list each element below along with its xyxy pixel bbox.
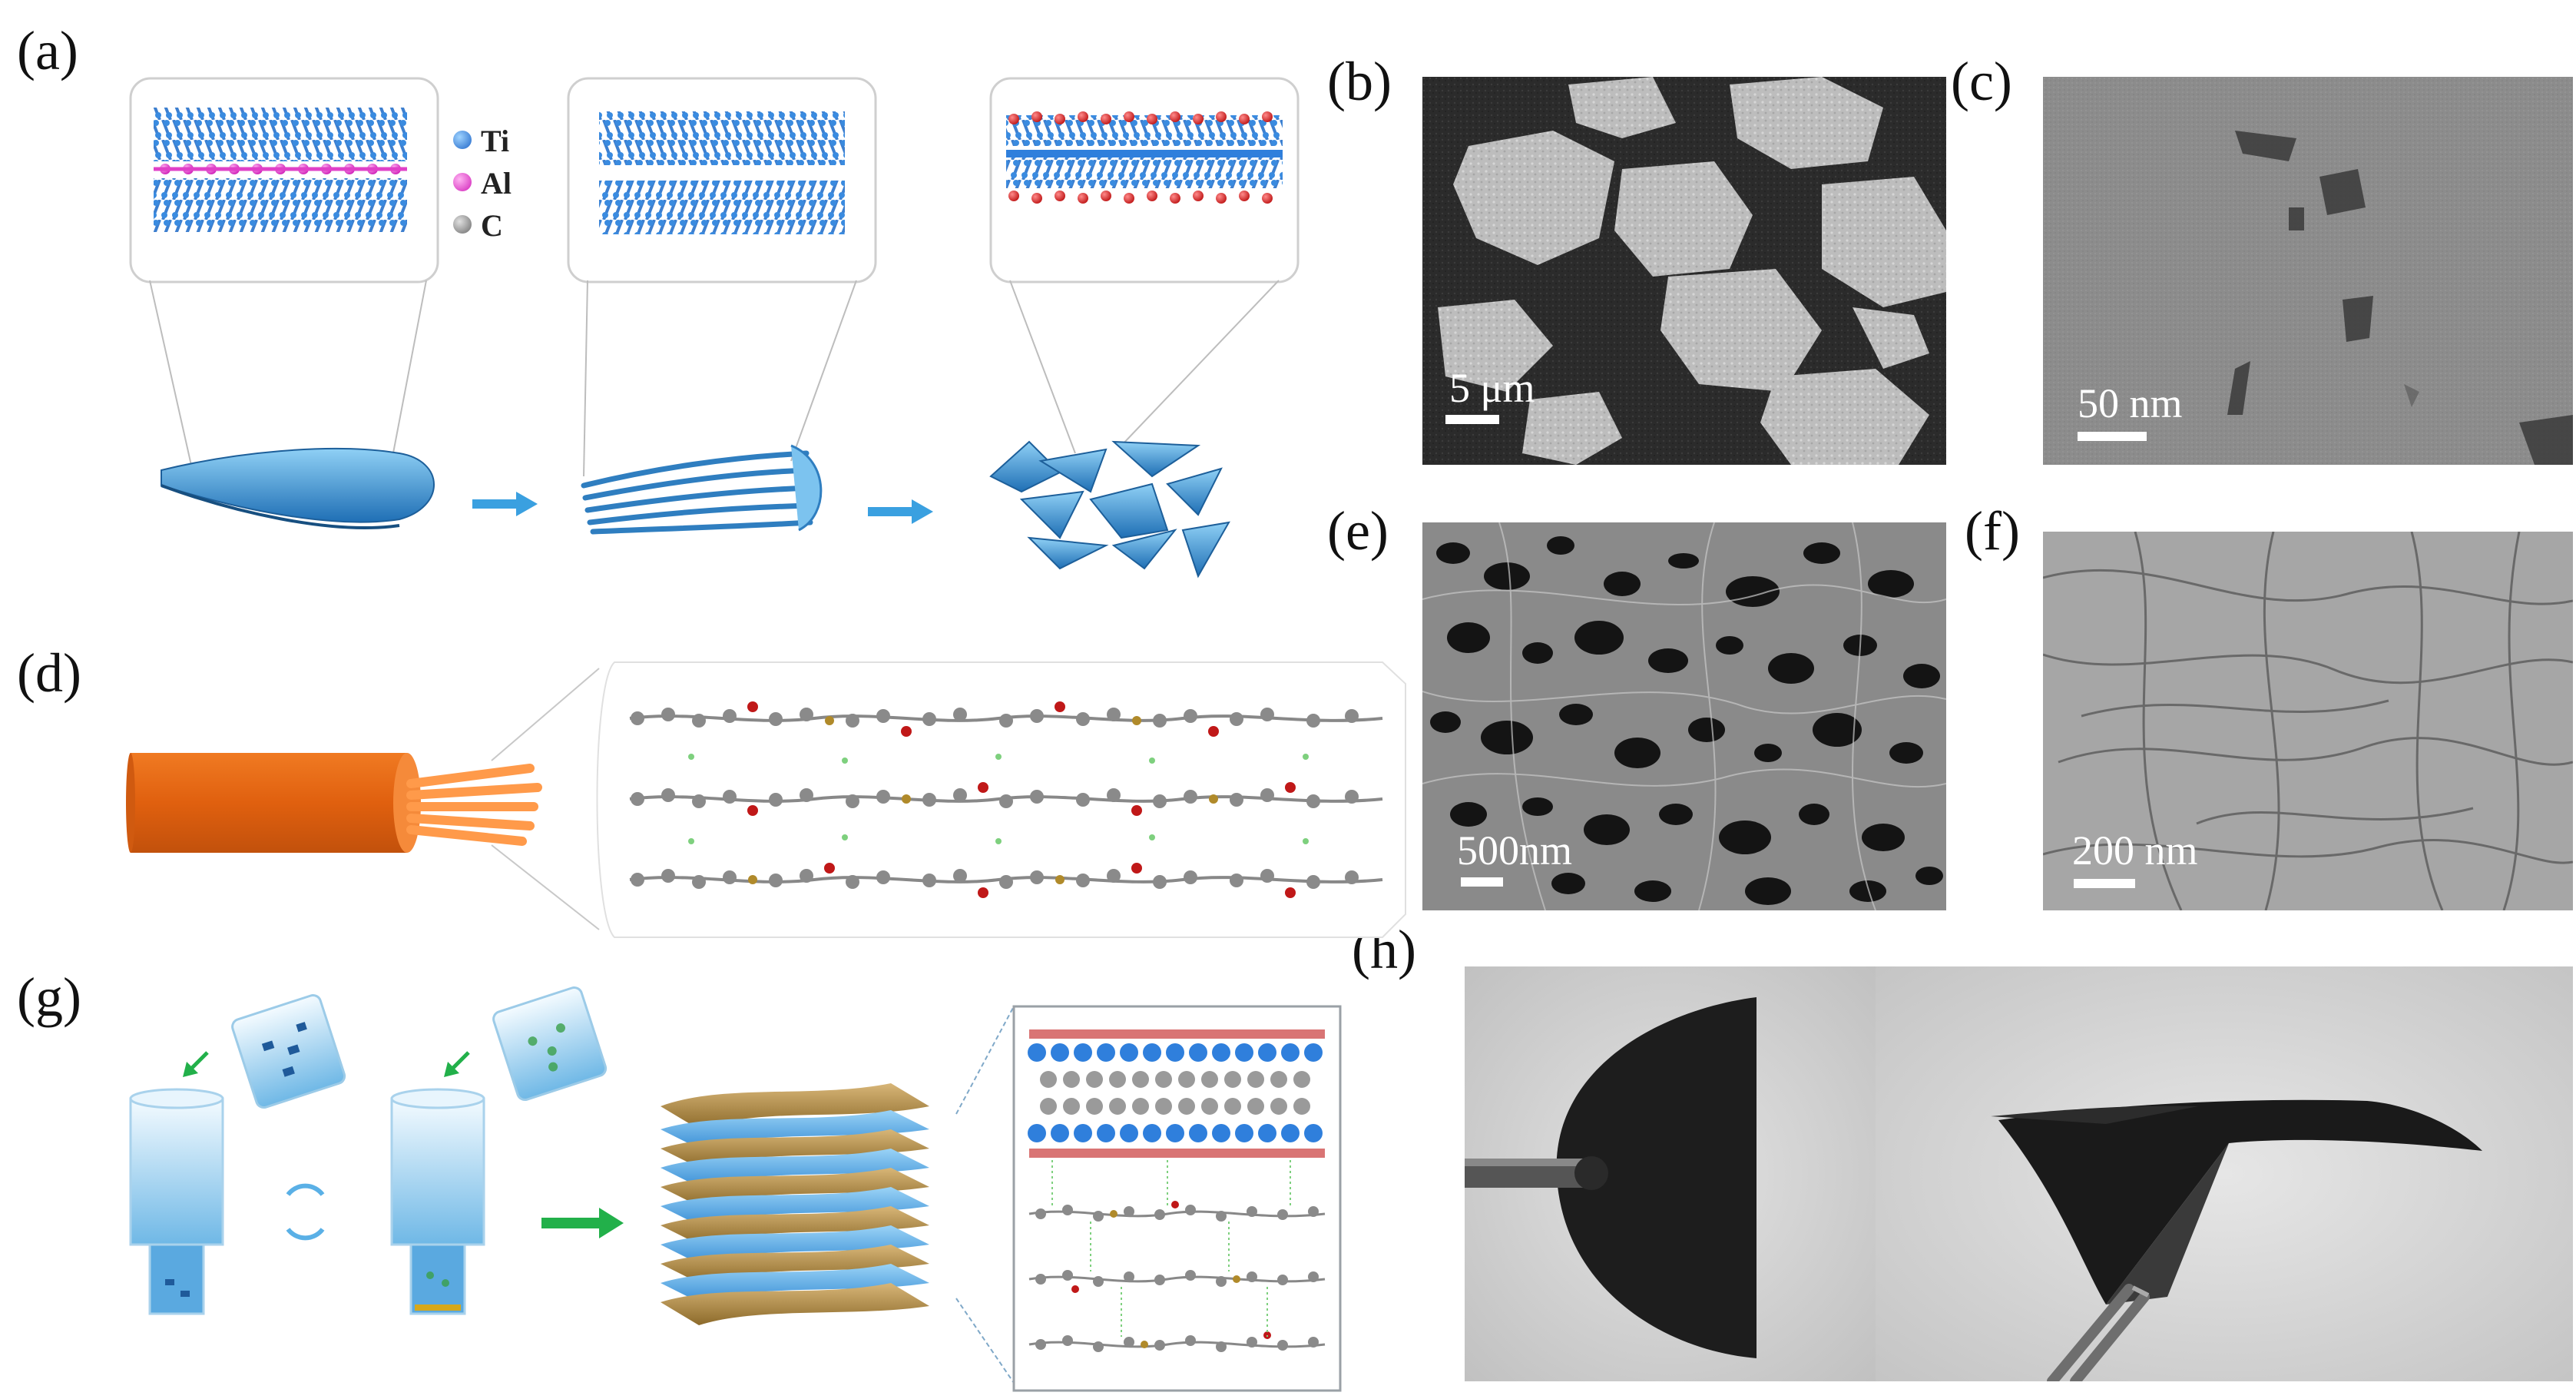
panel-d-schematic <box>0 653 1413 945</box>
panel-label-e: (e) <box>1327 500 1389 562</box>
panel-g-schematic <box>0 976 1429 1399</box>
photo-film-h-right <box>1876 966 2573 1381</box>
scale-bar-c <box>2078 432 2147 441</box>
tem-image-f: 200 nm <box>2043 532 2573 910</box>
scale-bar-b <box>1445 415 1499 424</box>
photo-film-h-left <box>1465 966 1876 1381</box>
panel-label-a: (a) <box>17 20 78 81</box>
ti-atom-icon <box>453 131 472 149</box>
panel-label-d: (d) <box>17 642 81 704</box>
scale-bar-e <box>1461 877 1503 887</box>
legend-label-al: Al <box>481 166 512 201</box>
scale-label-f: 200 nm <box>2072 827 2198 874</box>
c-atom-icon <box>453 215 472 234</box>
panel-a-schematic <box>0 0 1321 615</box>
panel-label-f: (f) <box>1965 500 2020 562</box>
atom-legend: Ti Al C <box>453 123 545 254</box>
al-atom-icon <box>453 173 472 191</box>
scale-label-c: 50 nm <box>2078 380 2183 426</box>
tem-image-c: 50 nm <box>2043 77 2573 465</box>
panel-label-b: (b) <box>1327 51 1392 112</box>
scale-label-b: 5 μm <box>1449 365 1535 411</box>
sem-image-b: 5 μm <box>1422 77 1946 465</box>
panel-label-c: (c) <box>1951 51 2012 112</box>
scale-label-e: 500nm <box>1457 827 1573 874</box>
legend-label-ti: Ti <box>481 124 510 158</box>
sem-image-e: 500nm <box>1422 522 1946 910</box>
panel-label-g: (g) <box>17 966 81 1028</box>
legend-label-c: C <box>481 208 503 243</box>
scale-bar-f <box>2074 879 2135 888</box>
